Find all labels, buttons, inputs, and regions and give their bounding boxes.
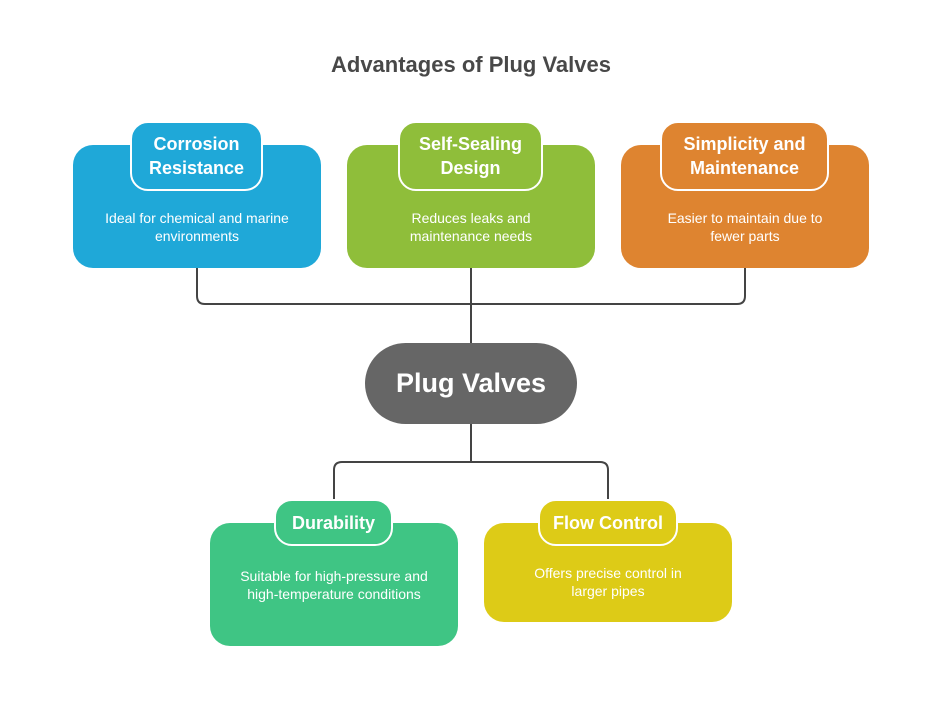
central-topic-plug-valves: Plug Valves: [365, 343, 577, 424]
advantage-title-tab: Durability: [274, 499, 393, 546]
advantage-title-tab: Simplicity and Maintenance: [660, 121, 829, 191]
advantage-description: Offers precise control in larger pipes: [534, 565, 682, 599]
advantage-description: Ideal for chemical and marine environmen…: [105, 210, 289, 244]
top-connector: [196, 268, 746, 343]
advantage-description: Suitable for high-pressure and high-temp…: [240, 568, 428, 602]
advantage-description: Reduces leaks and maintenance needs: [409, 210, 533, 244]
bottom-connector: [333, 424, 609, 499]
advantage-title-tab: Corrosion Resistance: [130, 121, 263, 191]
advantage-title-tab: Self-Sealing Design: [398, 121, 543, 191]
advantage-title-tab: Flow Control: [538, 499, 678, 546]
advantage-description: Easier to maintain due to fewer parts: [667, 210, 823, 244]
advantage-card-corrosion-resistance: Ideal for chemical and marine environmen…: [73, 145, 321, 268]
diagram-title: Advantages of Plug Valves: [331, 52, 611, 77]
